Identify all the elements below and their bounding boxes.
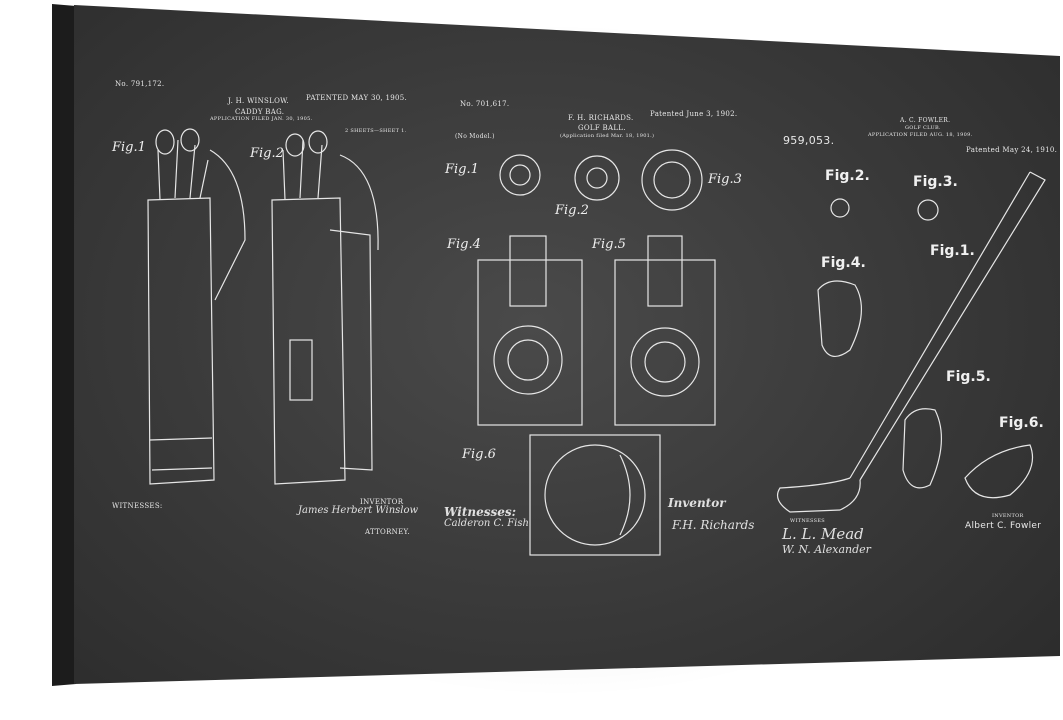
fig-label: Fig.5 [592, 237, 626, 252]
patent-number: No. 791,172. [115, 80, 165, 88]
witness-signature: L. L. Mead [782, 525, 864, 543]
inventor-name: J. H. WINSLOW. [228, 97, 289, 105]
inventor-label: Inventor [668, 496, 726, 510]
patent-number: No. 701,617. [460, 100, 510, 108]
inventor-signature: James Herbert Winslow [298, 505, 419, 516]
attorney-label: ATTORNEY. [365, 528, 411, 536]
patent-date: PATENTED MAY 30, 1905. [306, 94, 408, 102]
fig-label: Fig.2. [825, 168, 870, 184]
witnesses-label: WITNESSES [790, 518, 826, 524]
golf-club-drawing [777, 171, 1046, 513]
inventor-label: INVENTOR [992, 513, 1024, 519]
patent-number: 959,053. [783, 134, 835, 147]
fig-label: Fig.6. [999, 415, 1044, 431]
witnesses-label: Witnesses: [444, 505, 517, 519]
filed-date: APPLICATION FILED AUG. 18, 1909. [868, 132, 973, 138]
fig-label: Fig.2 [250, 146, 284, 161]
fig-label: Fig.4 [447, 237, 481, 252]
patent-title: GOLF CLUB. [905, 125, 941, 131]
filed-date: APPLICATION FILED JAN. 30, 1905. [210, 116, 313, 122]
patent-date: Patented May 24, 1910. [966, 146, 1058, 154]
fig-label: Fig.3 [708, 172, 742, 187]
caddy-bag-drawing [147, 128, 379, 485]
witness-signature: Calderon C. Fish [444, 518, 529, 529]
patent-date: Patented June 3, 1902. [650, 110, 738, 118]
inventor-name-print: Albert C. Fowler [965, 521, 1042, 531]
inventor-signature: F.H. Richards [672, 518, 755, 532]
fig-label: Fig.2 [555, 203, 589, 218]
model-note: (No Model.) [455, 133, 495, 140]
fig-label: Fig.1 [445, 162, 479, 177]
patent-title: CADDY BAG. [235, 108, 285, 116]
patent-title: GOLF BALL. [578, 124, 626, 132]
inventor-name: F. H. RICHARDS. [568, 114, 634, 122]
inventor-name: A. C. FOWLER. [900, 117, 951, 124]
inventor-label: INVENTOR [360, 498, 404, 506]
fig-label: Fig.5. [946, 369, 991, 385]
fig-label: Fig.3. [913, 174, 958, 190]
golf-ball-drawing [477, 149, 716, 556]
fig-label: Fig.1 [112, 140, 146, 155]
fig-label: Fig.4. [821, 255, 866, 271]
witnesses-label: WITNESSES: [112, 502, 163, 510]
filed-date: (Application filed Mar. 18, 1901.) [560, 133, 655, 139]
witness-signature: W. N. Alexander [782, 543, 871, 556]
fig-label: Fig.1. [930, 243, 975, 259]
fig-label: Fig.6 [462, 447, 496, 462]
sheets: 2 SHEETS—SHEET 1. [345, 128, 407, 134]
